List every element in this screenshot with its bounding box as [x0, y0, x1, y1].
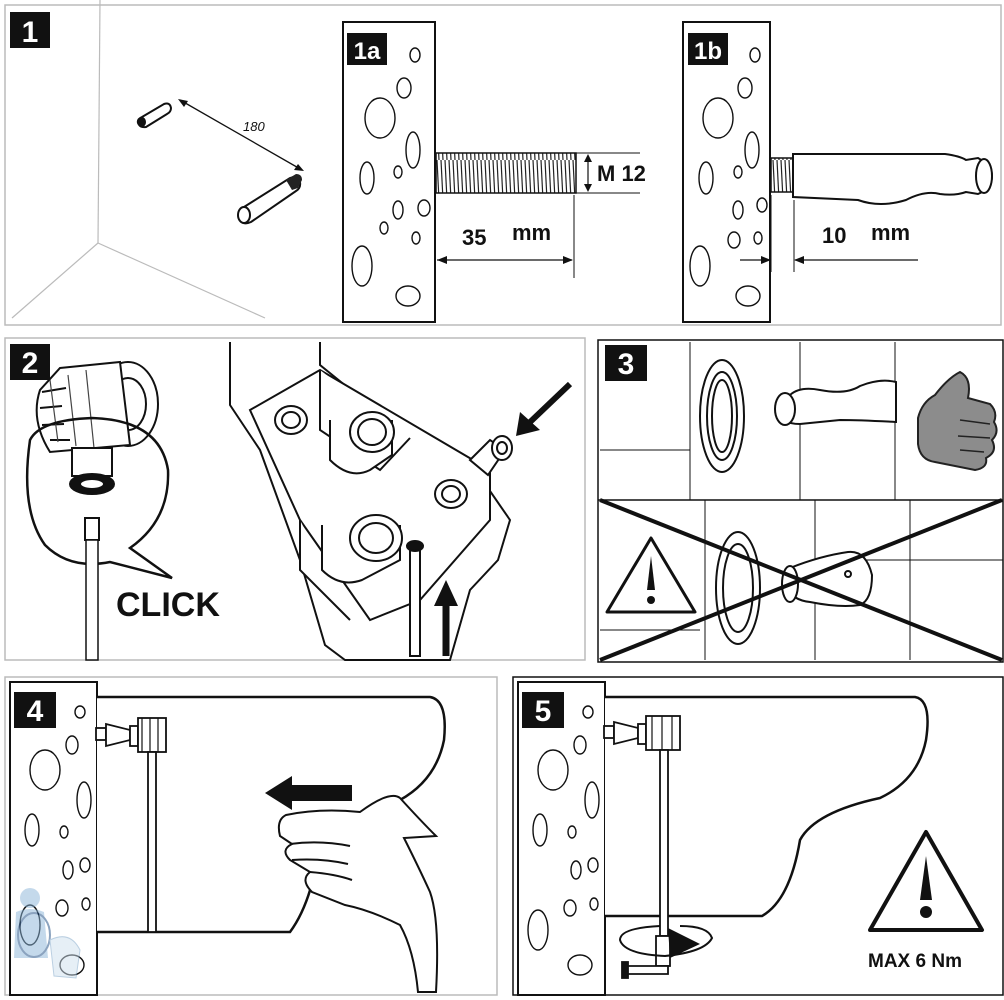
step-1a-badge — [347, 33, 387, 65]
hands — [277, 794, 439, 993]
step-2-badge — [10, 344, 50, 380]
wall-texture-1a — [351, 47, 431, 307]
valve-assembly-5 — [603, 715, 681, 979]
thumbs-up-icon — [917, 370, 998, 472]
panel-4: 4 — [4, 676, 498, 996]
arrow-icon — [265, 776, 352, 810]
fill-valve — [35, 360, 159, 495]
length-1a-unit: mm — [512, 220, 551, 245]
warning-triangle-icon — [605, 536, 697, 614]
step-1-badge — [10, 12, 50, 48]
click-label: CLICK — [116, 586, 220, 624]
step-3-badge — [605, 345, 647, 381]
cap-sleeve-1b — [792, 153, 994, 205]
tank-frame — [229, 342, 512, 661]
panel-1b: 1b 10 — [682, 21, 994, 323]
step-2-label: 2 — [22, 347, 39, 380]
cap-correct — [699, 359, 897, 473]
cross-out — [599, 498, 1003, 662]
room-corner — [11, 0, 266, 319]
wall-texture-1b — [689, 47, 768, 307]
wall-section-1b — [682, 21, 771, 323]
panel-3: 3 — [597, 339, 1004, 663]
callout-bubble — [25, 416, 173, 580]
wall-texture-5 — [527, 705, 600, 976]
length-1a-number: 35 — [462, 225, 486, 250]
wall-section-1a — [342, 21, 436, 323]
distance-dimension: 180 — [178, 99, 304, 171]
panel-1: 1 180 1a — [4, 0, 1002, 326]
stud-upper — [136, 102, 173, 129]
threaded-rod-1a — [435, 152, 577, 194]
toilet-bowl-5 — [605, 695, 929, 918]
cap-incorrect — [715, 531, 874, 645]
step-1b-badge — [688, 33, 728, 65]
step-4-badge — [14, 692, 56, 728]
step-1-label: 1 — [22, 16, 39, 49]
watermark-figure — [14, 888, 81, 979]
small-connector — [468, 435, 513, 477]
step-3-label: 3 — [618, 348, 635, 381]
panel-2: 2 CLICK 2b — [4, 337, 586, 661]
rotation-arrow-icon — [618, 925, 714, 958]
distance-label: 180 — [243, 119, 265, 134]
warning-triangle-icon — [868, 830, 984, 932]
hose — [84, 517, 100, 661]
torque-label: MAX 6 Nm — [868, 951, 962, 972]
length-1b-unit: mm — [871, 220, 910, 245]
thread-size-label: M 12 — [597, 161, 646, 186]
step-1a-label: 1a — [354, 38, 381, 65]
step-1b-label: 1b — [694, 38, 722, 65]
panel-1a: 1a M 12 — [342, 21, 646, 323]
arrow-icon — [434, 580, 458, 656]
panel-5: 5 — [512, 676, 1004, 996]
valve-assembly-4 — [95, 717, 167, 933]
step-4-label: 4 — [27, 695, 44, 728]
stud-lower — [237, 174, 302, 225]
step-5-label: 5 — [535, 695, 552, 728]
threaded-rod-1b — [770, 157, 794, 193]
wall-section-5 — [517, 681, 606, 996]
arrow-icon — [516, 381, 573, 436]
step-5-badge — [522, 692, 564, 728]
length-1b-number: 10 — [822, 223, 846, 248]
